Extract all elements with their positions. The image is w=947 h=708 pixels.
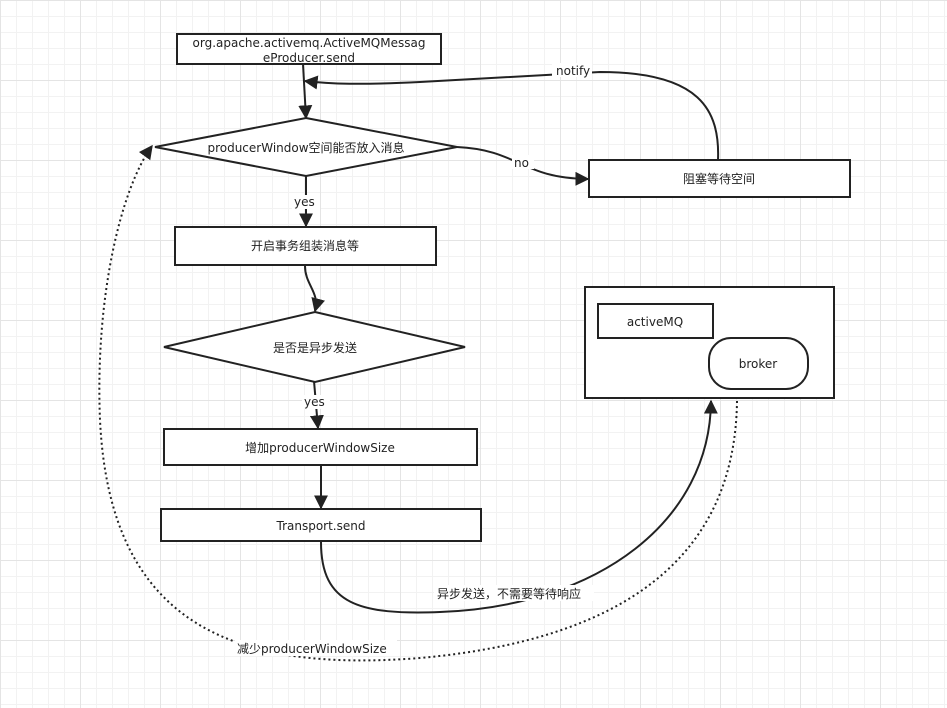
edge-label-async-bg (434, 585, 594, 601)
open-tx-node (174, 226, 437, 266)
open-tx-label: 开启事务组装消息等 (251, 238, 359, 253)
edge-label-no-bg (512, 155, 534, 169)
edge-label-no: no (514, 156, 529, 170)
edge-label-reduce-bg (235, 640, 397, 656)
edge-label-yes-2-bg (302, 395, 330, 409)
edge-label-notify: notify (556, 64, 590, 78)
async-check-decision (163, 310, 466, 384)
edge-label-yes-1-bg (292, 195, 320, 209)
edge-notify (303, 70, 720, 161)
start-node-label-line1: org.apache.activemq.ActiveMQMessag (193, 36, 426, 50)
window-check-label: producerWindow空间能否放入消息 (207, 140, 404, 155)
increase-size-node (163, 428, 478, 466)
edge-start-to-window-check (298, 63, 313, 120)
edge-label-async-note: 异步发送，不需要等待响应 (437, 586, 581, 601)
transport-send-label: Transport.send (276, 519, 366, 533)
increase-size-label: 增加producerWindowSize (245, 441, 395, 455)
transport-send-node (160, 508, 482, 542)
edge-open-tx-to-async-check (304, 265, 325, 313)
edge-transport-to-broker (320, 399, 718, 614)
activemq-label: activeMQ (627, 315, 683, 329)
window-check-decision (154, 116, 458, 178)
edge-label-yes-2: yes (304, 395, 325, 409)
edge-label-reduce: 减少producerWindowSize (237, 642, 387, 656)
block-wait-label: 阻塞等待空间 (683, 171, 755, 186)
broker-node (708, 337, 809, 390)
start-node-label-line2: eProducer.send (263, 51, 355, 65)
edge-label-yes-1: yes (294, 195, 315, 209)
activemq-node (597, 303, 714, 339)
broker-label: broker (739, 357, 778, 371)
edge-broker-reduce-window (98, 144, 738, 662)
block-wait-node (588, 159, 851, 198)
async-check-label: 是否是异步发送 (273, 340, 357, 355)
edge-label-notify-bg (552, 63, 592, 77)
start-node (176, 33, 442, 65)
